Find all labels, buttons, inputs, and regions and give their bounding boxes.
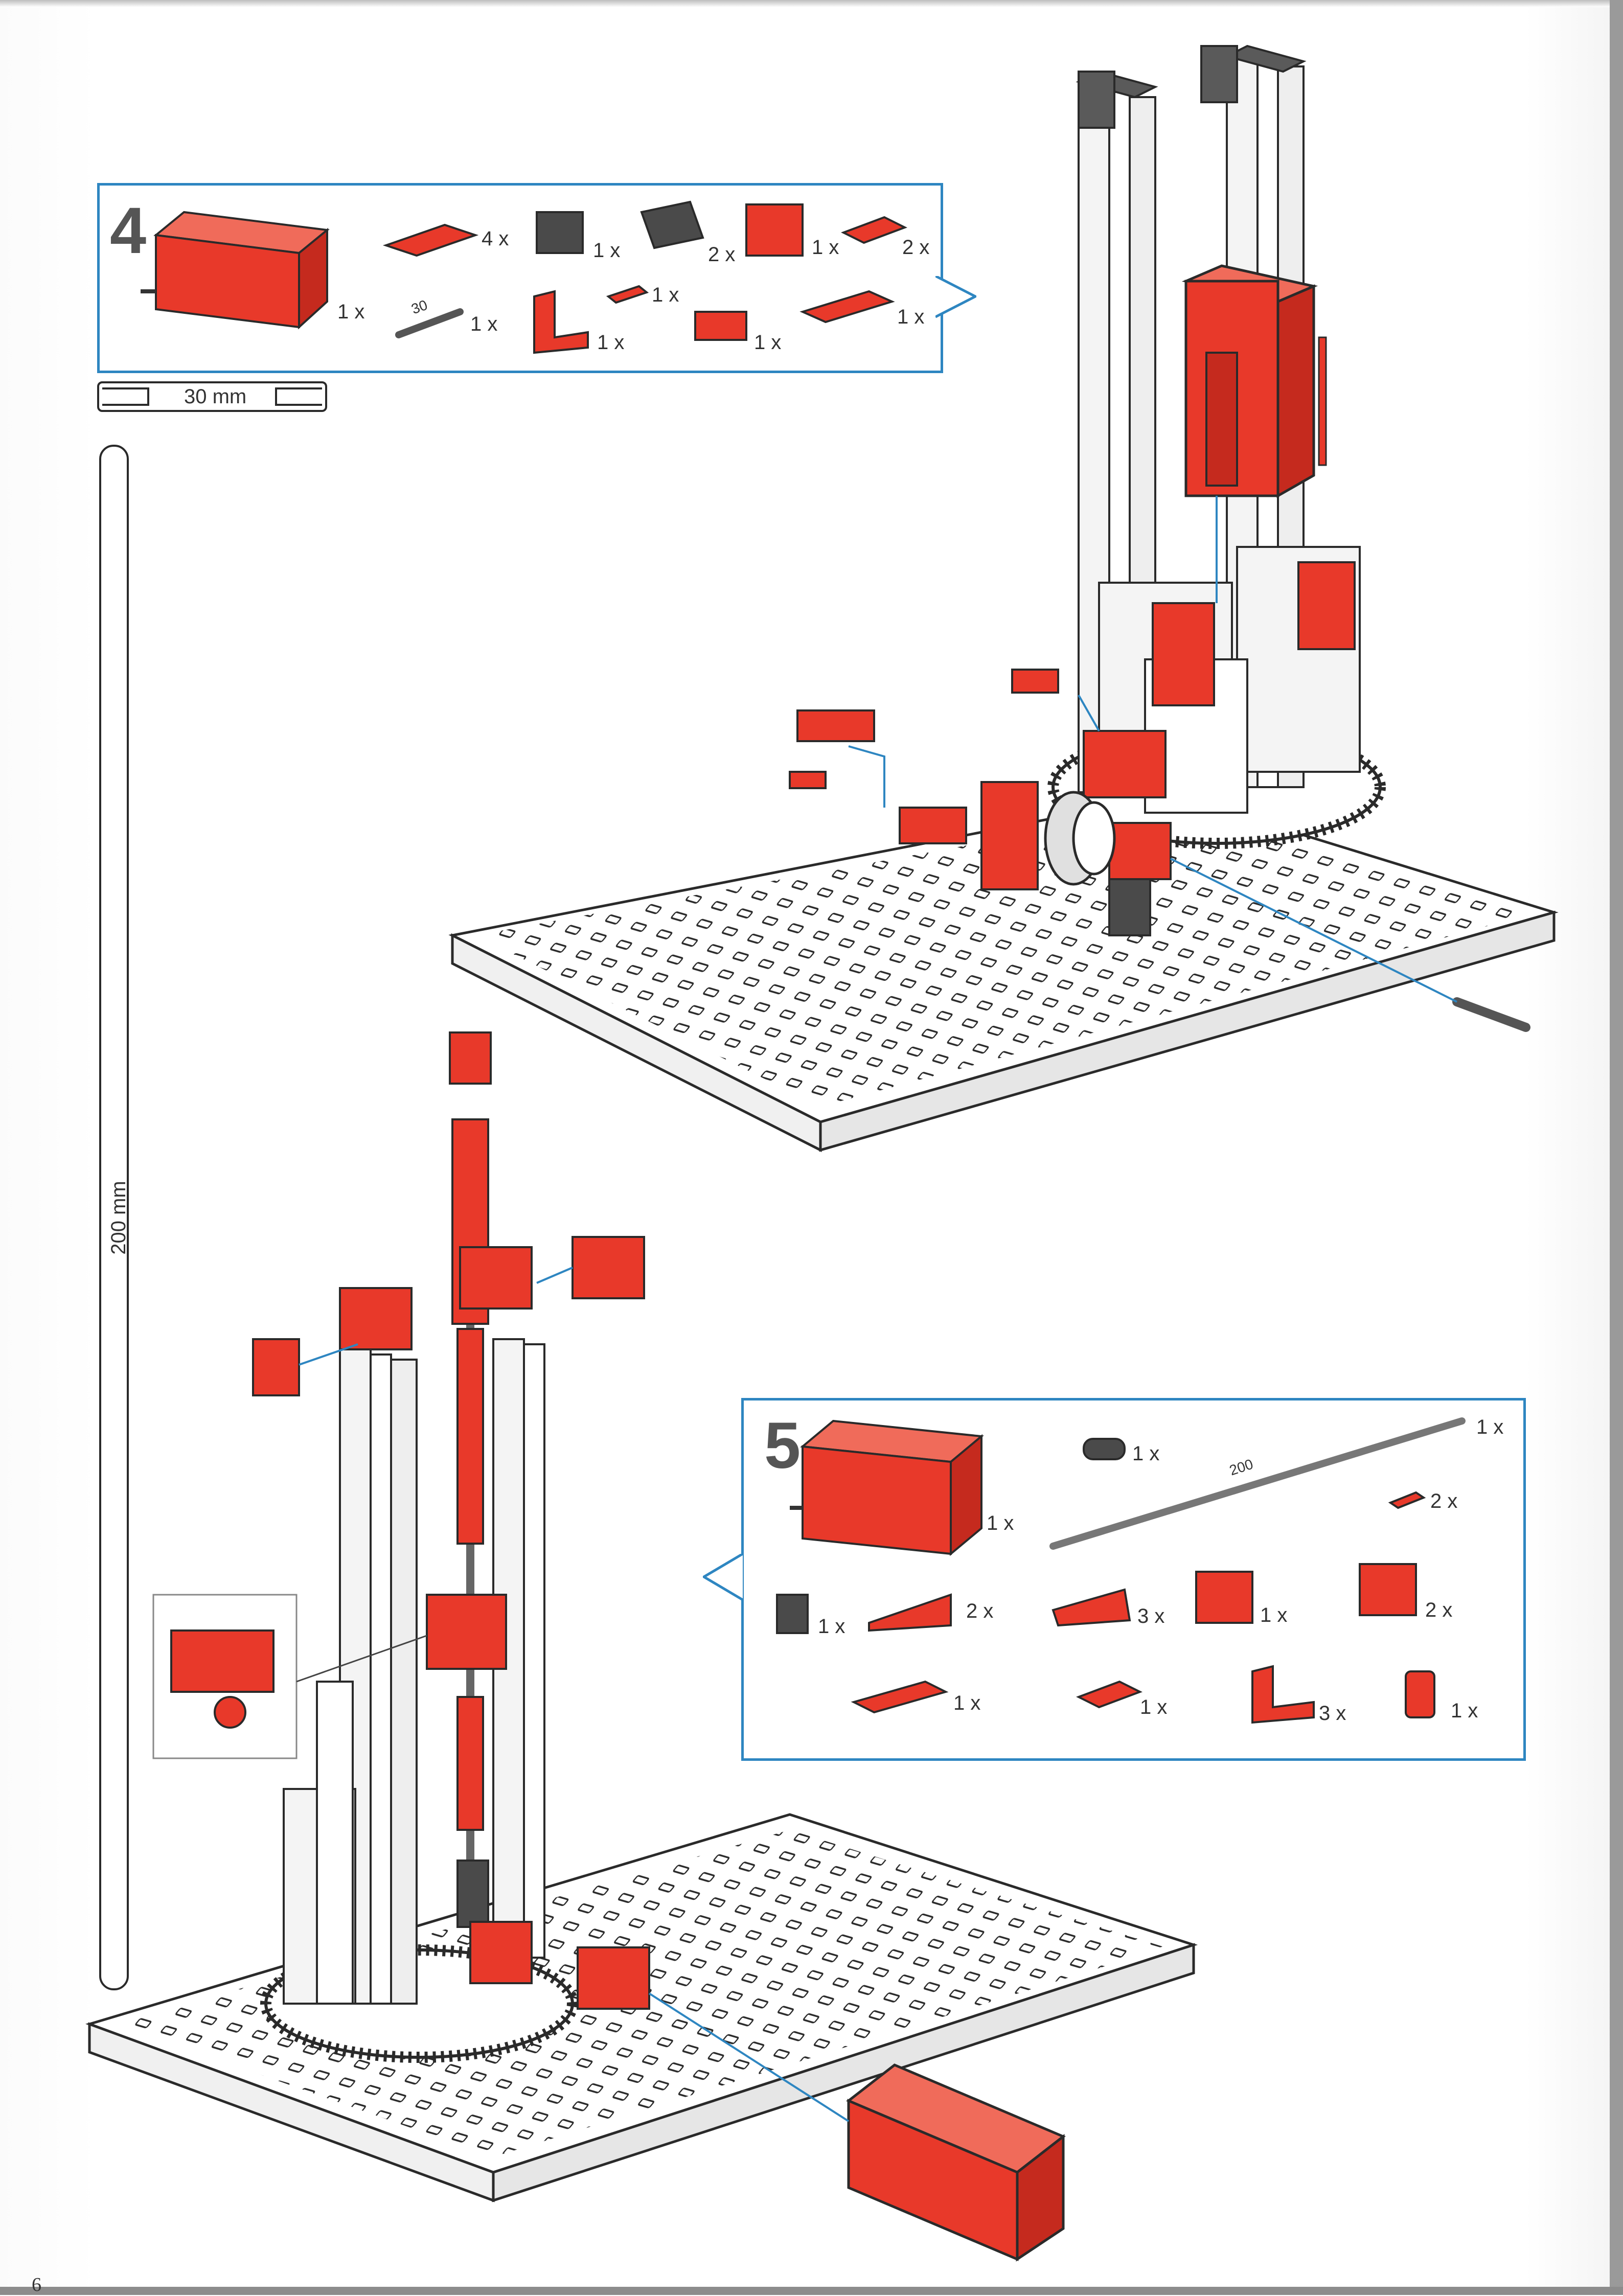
step4-baseplate: [448, 793, 1559, 1153]
step5-qty-cube: 1 x: [1260, 1604, 1288, 1626]
step5-detail-inset: [152, 1594, 427, 1759]
step5-qty-spacer: 1 x: [1132, 1442, 1160, 1465]
step4-qty-red-cube: 1 x: [812, 236, 839, 259]
step4-qty-connector: 1 x: [754, 331, 782, 354]
step5-part-icons: [776, 1417, 1466, 1724]
step4-axle-icon: [395, 308, 464, 338]
step4-number: 4: [110, 194, 147, 267]
scan-edge-top: [0, 0, 1623, 7]
step5-guide-lines: [299, 1267, 850, 2122]
step5-qty-plate-long: 1 x: [953, 1692, 981, 1714]
step5-plate-small-icon: [1076, 1680, 1142, 1709]
scan-edge-bottom: [0, 2287, 1623, 2295]
step5-qty-angle: 3 x: [1319, 1702, 1346, 1725]
step5-qty-motor: 1 x: [987, 1512, 1014, 1534]
step4-spring-cam-icon: [606, 285, 649, 304]
step5-qty-hinge: 2 x: [1425, 1599, 1453, 1621]
step4-qty-long-plate: 1 x: [897, 306, 925, 328]
step5-connector-icon: [1388, 1491, 1426, 1509]
step4-worm-gear: [1044, 791, 1151, 936]
step5-cube-icon: [1195, 1571, 1253, 1624]
ruler-200mm-label: 200 mm: [107, 1181, 130, 1255]
step4-qty-axle: 1 x: [470, 313, 498, 335]
step5-hinge-icon: [1359, 1563, 1417, 1616]
step5-motor: [846, 2063, 1066, 2262]
step5-qty-plate-small: 1 x: [1140, 1696, 1168, 1718]
step4-red-cube-icon: [745, 203, 804, 257]
step4-qty-spring-cam: 1 x: [652, 284, 679, 306]
step4-plate-icon: [382, 223, 479, 257]
step5-tower-profiles: [283, 1338, 545, 2005]
step5-qty-axle: 1 x: [1476, 1416, 1504, 1438]
step4-qty-plate: 4 x: [482, 227, 509, 250]
step4-black-block-icon: [536, 211, 584, 254]
step5-box-pointer: [703, 1554, 744, 1601]
step5-worm-long-icon: [868, 1593, 952, 1632]
step4-black-holder-icon: [640, 200, 704, 249]
ruler-30mm-label: 30 mm: [184, 385, 247, 408]
step4-connector-icon: [694, 311, 747, 341]
step5-angle-icon: [1251, 1665, 1315, 1724]
step4-box-pointer: [935, 276, 976, 318]
step5-qty-worm-long: 2 x: [966, 1600, 994, 1622]
step4-qty-motor: 1 x: [337, 301, 365, 323]
step5-worm-short-icon: [1051, 1588, 1131, 1627]
step5-axle-icon: [1049, 1417, 1466, 1550]
step4-qty-small-plate: 2 x: [902, 236, 930, 259]
step4-long-plate-icon: [799, 290, 895, 324]
step5-worm-spindle: [449, 1031, 492, 1928]
step4-small-plate-icon: [841, 216, 907, 244]
step5-spacer-icon: [1083, 1438, 1126, 1460]
step5-hub-nut-icon: [1405, 1670, 1435, 1718]
step4-qty-black-holder: 2 x: [708, 243, 736, 266]
step4-motor-on-tower: [1181, 264, 1327, 498]
step4-axle-30: [1452, 997, 1530, 1032]
step5-red-blocks: [252, 1236, 650, 2010]
scan-edge-right: [1610, 0, 1623, 2295]
step5-gear-icon: [776, 1594, 809, 1634]
step5-number: 5: [764, 1409, 801, 1482]
page-number: 6: [32, 2274, 41, 2295]
ruler-200mm: [99, 445, 129, 1990]
step4-qty-angle: 1 x: [597, 331, 625, 354]
step5-plate-long-icon: [851, 1680, 949, 1714]
step5-qty-gear: 1 x: [818, 1615, 845, 1638]
step4-red-blocks: [789, 561, 1356, 890]
step4-angle-icon: [533, 290, 589, 354]
ruler-30mm: [97, 381, 327, 412]
step5-qty-connector: 2 x: [1430, 1490, 1458, 1512]
step4-parts-box: [97, 183, 943, 373]
step5-qty-hub-nut: 1 x: [1451, 1700, 1478, 1722]
step4-guide-lines: [848, 496, 1457, 1003]
step4-qty-black-block: 1 x: [593, 239, 621, 262]
step5-qty-worm-short: 3 x: [1137, 1605, 1165, 1627]
step4-part-icons: [141, 200, 907, 354]
